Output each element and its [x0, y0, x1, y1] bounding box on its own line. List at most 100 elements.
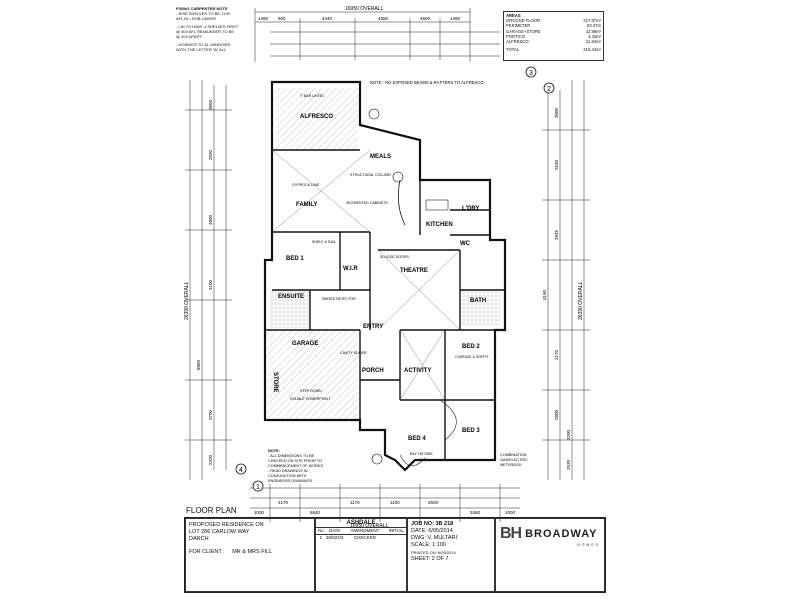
amend-header-row: No DATE AMENDMENT INITIAL: [316, 528, 406, 535]
left-note-line: ENGINEERS DRAWINGS: [268, 479, 313, 483]
annotation: CAVITY SLIDER: [340, 351, 367, 355]
client-line: FOR CLIENT : MR & MRS FILL: [189, 549, 311, 556]
area-name: GROUND FLOOR: [506, 18, 541, 24]
fixing-note-line: @ 300 APART: [176, 34, 202, 39]
combo-note-line: METERBOX: [500, 463, 522, 467]
fixing-note-line: WITH THE LETTER 'W' ALL: [176, 47, 227, 52]
bath-tiles: [462, 290, 500, 326]
room-label: FAMILY: [296, 202, 317, 208]
left-dimensions: [185, 80, 232, 480]
left-note-line: COMMENCEMENT OF WORKS: [268, 464, 323, 468]
right-dim: 4190: [542, 289, 547, 300]
fixing-note-line: - HOSINGS TO AL WINDOWS: [176, 42, 231, 47]
left-note-line: - READ DRAWINGS IN: [268, 469, 308, 473]
room-label: BED 2: [462, 344, 480, 350]
amend-row: 1 28/02/03 CHECKED: [316, 535, 406, 541]
top-dim: 1490: [450, 16, 461, 21]
internal-walls: [265, 149, 505, 460]
bottom-dim: 1170: [350, 500, 360, 505]
right-dim: 3600: [554, 107, 559, 118]
left-note-line: CHECKED ON SITE PRIOR TO: [268, 459, 322, 463]
annotation: SMOKE DETECTOR: [322, 297, 356, 301]
annotation: BAY ON SIDE: [410, 452, 433, 456]
kitchen-bench: [425, 199, 449, 211]
right-dim: 2530: [566, 459, 571, 470]
fixing-note-line: - RISE SHELVES TO BE 1700: [176, 11, 231, 16]
job-date: DATE: 6/05/2014: [411, 528, 453, 534]
logo-mark: BH: [500, 525, 522, 542]
amend-initial: [386, 535, 406, 541]
left-note-line: - ALL DIMENSIONS TO BE: [268, 454, 315, 458]
client-label: FOR CLIENT :: [189, 549, 225, 555]
top-dim: 4440: [322, 16, 333, 21]
job-no: JOB NO: 3B 218: [411, 521, 454, 527]
grid-marker: 2: [543, 82, 555, 94]
fixing-note-line: @ 300 AFL REMAINDER TO BE: [176, 29, 235, 34]
room-label: BED 4: [408, 436, 426, 442]
bottom-dim: 2500: [428, 500, 439, 505]
top-overall-dim: 16950 OVERALL: [345, 6, 384, 12]
top-dim: 600: [278, 16, 286, 21]
left-overall-dim: 26390 OVERALL: [184, 281, 190, 320]
ceiling-diagonals: [271, 149, 461, 401]
project-name: ASHDALE: [316, 519, 406, 528]
area-value: 31.64m²: [585, 39, 601, 45]
grid-marker: 4: [235, 463, 247, 475]
kitchen-island: [397, 179, 406, 226]
annotation: T' BAR LINTEL: [300, 94, 324, 98]
right-dim: 2800: [554, 409, 559, 420]
garage-hatch: [268, 330, 358, 418]
room-label: GARAGE: [292, 341, 318, 347]
area-name: GARAGE+STORE: [506, 28, 541, 34]
area-row: GROUND FLOOR 227.57m²: [506, 18, 601, 23]
company-logo: BH BROADWAY: [500, 525, 600, 543]
room-label: L'DRY: [462, 206, 480, 212]
bottom-dim: 1100: [390, 500, 400, 505]
right-dim: 2170: [554, 349, 559, 360]
annotation: SLUDGE DOORS: [380, 255, 410, 259]
combo-note-line: COMBINATION: [500, 453, 527, 457]
area-value: 227.57m²: [583, 18, 601, 24]
fixing-note-line: - LIN TO HAVE 4 SHELVES FIRST: [176, 24, 239, 29]
amend-header: No: [318, 528, 324, 533]
annotation: CORNICE & SOFFIT: [455, 355, 490, 359]
area-total-label: TOTAL: [506, 47, 520, 53]
room-label: WC: [460, 241, 471, 247]
bottom-overall-dim: 16950 OVERALL: [350, 523, 389, 529]
right-dim: 2530: [554, 159, 559, 170]
bottom-dim: 1000: [254, 510, 265, 515]
room-label: KITCHEN: [426, 222, 453, 228]
outer-walls: [263, 80, 507, 472]
grid-marker-label: 1: [256, 484, 260, 491]
left-dim: 2320: [208, 454, 213, 465]
fixing-note-line: AFL IN • ROB UNDER: [176, 16, 216, 21]
amend-header: DATE: [328, 528, 341, 533]
room-label: STORE: [272, 372, 278, 393]
company-name: BROADWAY: [525, 528, 598, 540]
top-dim: 4550: [378, 16, 389, 21]
ensuite-tiles: [270, 290, 310, 328]
bottom-dim: 1000: [505, 510, 516, 515]
job-info-cell: JOB NO: 3B 218 DATE: 6/05/2014 DWG: V. M…: [407, 518, 495, 592]
area-name: PORTICO: [506, 33, 526, 39]
combo-note-line: GAS/ELECTRIC: [500, 458, 528, 462]
room-label: PORCH: [362, 368, 384, 374]
right-dim: 3200: [566, 429, 571, 440]
fixing-carpenter-note: FIXING CARPENTER NOTE - RISE SHELVES TO …: [176, 6, 238, 52]
annotation: GYPROCK LINE: [292, 183, 320, 187]
top-dim: 1490: [258, 16, 269, 21]
alfresco-hatch: [276, 88, 358, 150]
grid-marker: 3: [525, 66, 537, 78]
title-block: PROPOSED RESIDENCE ON LOT 286 CARLOW WAY…: [184, 517, 606, 593]
bottom-dim: 2170: [278, 500, 289, 505]
fixing-note-title: FIXING CARPENTER NOTE: [176, 6, 228, 11]
room-label: ACTIVITY: [404, 368, 431, 374]
room-label: MEALS: [370, 154, 391, 160]
grid-marker-label: 2: [547, 86, 551, 93]
top-note: NOTE : NO EXPOSED BEAMS & RAFTERS TO ALF…: [370, 80, 484, 85]
